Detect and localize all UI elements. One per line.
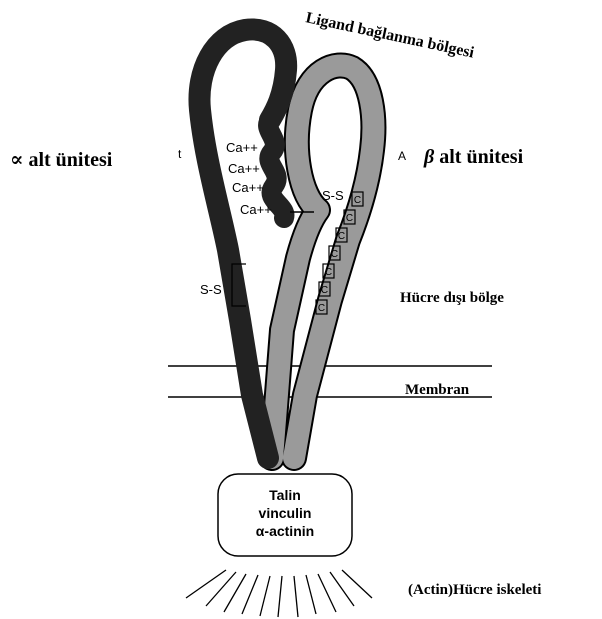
repeat-letter: C — [325, 267, 332, 278]
calcium-label: Ca++ — [232, 180, 264, 195]
stray-mark: t — [178, 147, 182, 161]
actin-filaments — [186, 570, 372, 617]
repeat-letter: C — [346, 213, 353, 224]
extracellular-label: Hücre dışı bölge — [400, 290, 504, 306]
beta-text: alt ünitesi — [434, 146, 523, 168]
beta-subunit-label: β alt ünitesi — [423, 146, 524, 168]
disulfide-label: S-S — [200, 282, 222, 297]
disulfide-label: S-S — [322, 188, 344, 203]
alpha-text: alt ünitesi — [23, 149, 112, 171]
box-line: Talin — [269, 487, 301, 503]
membrane-label: Membran — [405, 382, 470, 398]
repeat-letter: C — [338, 231, 345, 242]
repeat-letter: C — [354, 195, 361, 206]
cytoskeleton-label: (Actin)Hücre iskeleti — [408, 582, 541, 598]
calcium-label: Ca++ — [226, 140, 258, 155]
beta-symbol: β — [423, 146, 435, 168]
stray-mark: A — [398, 149, 406, 163]
calcium-label: Ca++ — [240, 202, 272, 217]
beta-chain-fill — [272, 65, 373, 458]
repeat-letter: C — [331, 249, 338, 260]
calcium-label: Ca++ — [228, 161, 260, 176]
repeat-letter: C — [318, 303, 325, 314]
alpha-symbol: ∝ — [10, 149, 23, 171]
repeat-letter: C — [321, 285, 328, 296]
alpha-subunit-label: ∝ alt ünitesi — [10, 149, 113, 171]
box-line: α-actinin — [256, 523, 314, 539]
box-line: vinculin — [259, 505, 312, 521]
